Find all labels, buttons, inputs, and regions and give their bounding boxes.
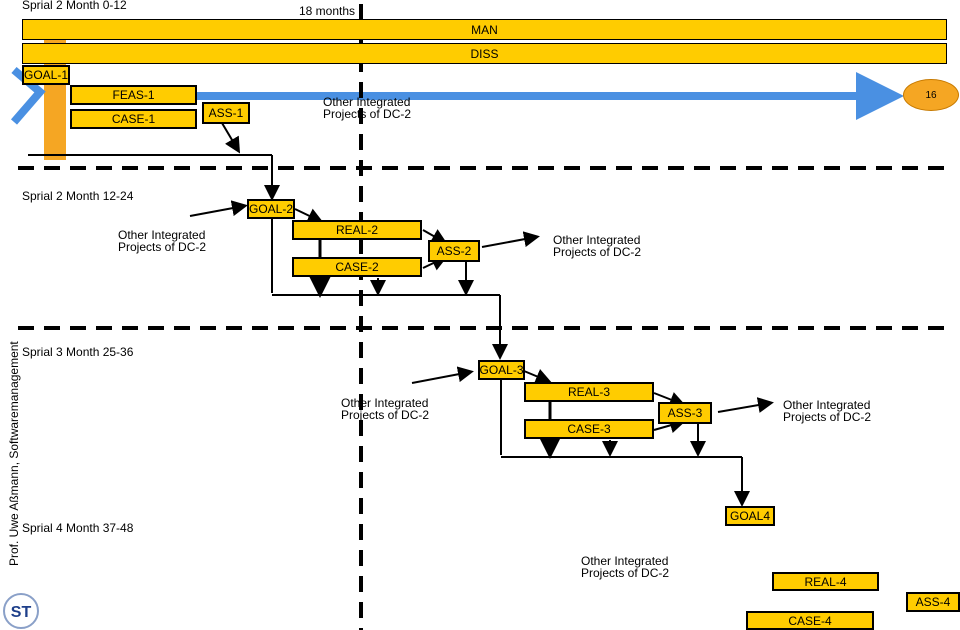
ass-3-box: ASS-3: [658, 402, 712, 424]
spiral3-label: Sprial 3 Month 25-36: [22, 345, 134, 359]
st-logo-icon: ST: [3, 593, 39, 629]
case-2-box: CASE-2: [292, 257, 422, 277]
case-1-box: CASE-1: [70, 109, 197, 129]
spiral4-label: Sprial 4 Month 37-48: [22, 521, 134, 535]
case-4-box: CASE-4: [746, 611, 874, 630]
timeline-label: 18 months: [299, 4, 356, 18]
goal-4-box: GOAL4: [725, 506, 775, 526]
diss-bar: DISS: [22, 43, 947, 64]
real-4-box: REAL-4: [772, 572, 879, 591]
ass-2-box: ASS-2: [428, 240, 480, 262]
spiral2-label: Sprial 2 Month 12-24: [22, 189, 134, 203]
goal-1-box: GOAL-1: [22, 65, 70, 85]
goal-2-box: GOAL-2: [247, 199, 295, 219]
page-number-badge: 16: [903, 79, 959, 111]
feas-1-box: FEAS-1: [70, 85, 197, 105]
svg-text:ST: ST: [11, 604, 32, 621]
man-bar: MAN: [22, 19, 947, 40]
case-3-box: CASE-3: [524, 419, 654, 439]
goal-3-box: GOAL-3: [478, 360, 525, 380]
blue-arrow-head: [875, 86, 900, 106]
real-2-box: REAL-2: [292, 220, 422, 240]
ass-1-box: ASS-1: [202, 102, 250, 124]
author-label: Prof. Uwe Aßmann, Softwaremanagement: [7, 341, 21, 566]
real-3-box: REAL-3: [524, 382, 654, 402]
spiral1-label: Sprial 2 Month 0-12: [22, 0, 127, 12]
ass-4-box: ASS-4: [906, 592, 960, 612]
